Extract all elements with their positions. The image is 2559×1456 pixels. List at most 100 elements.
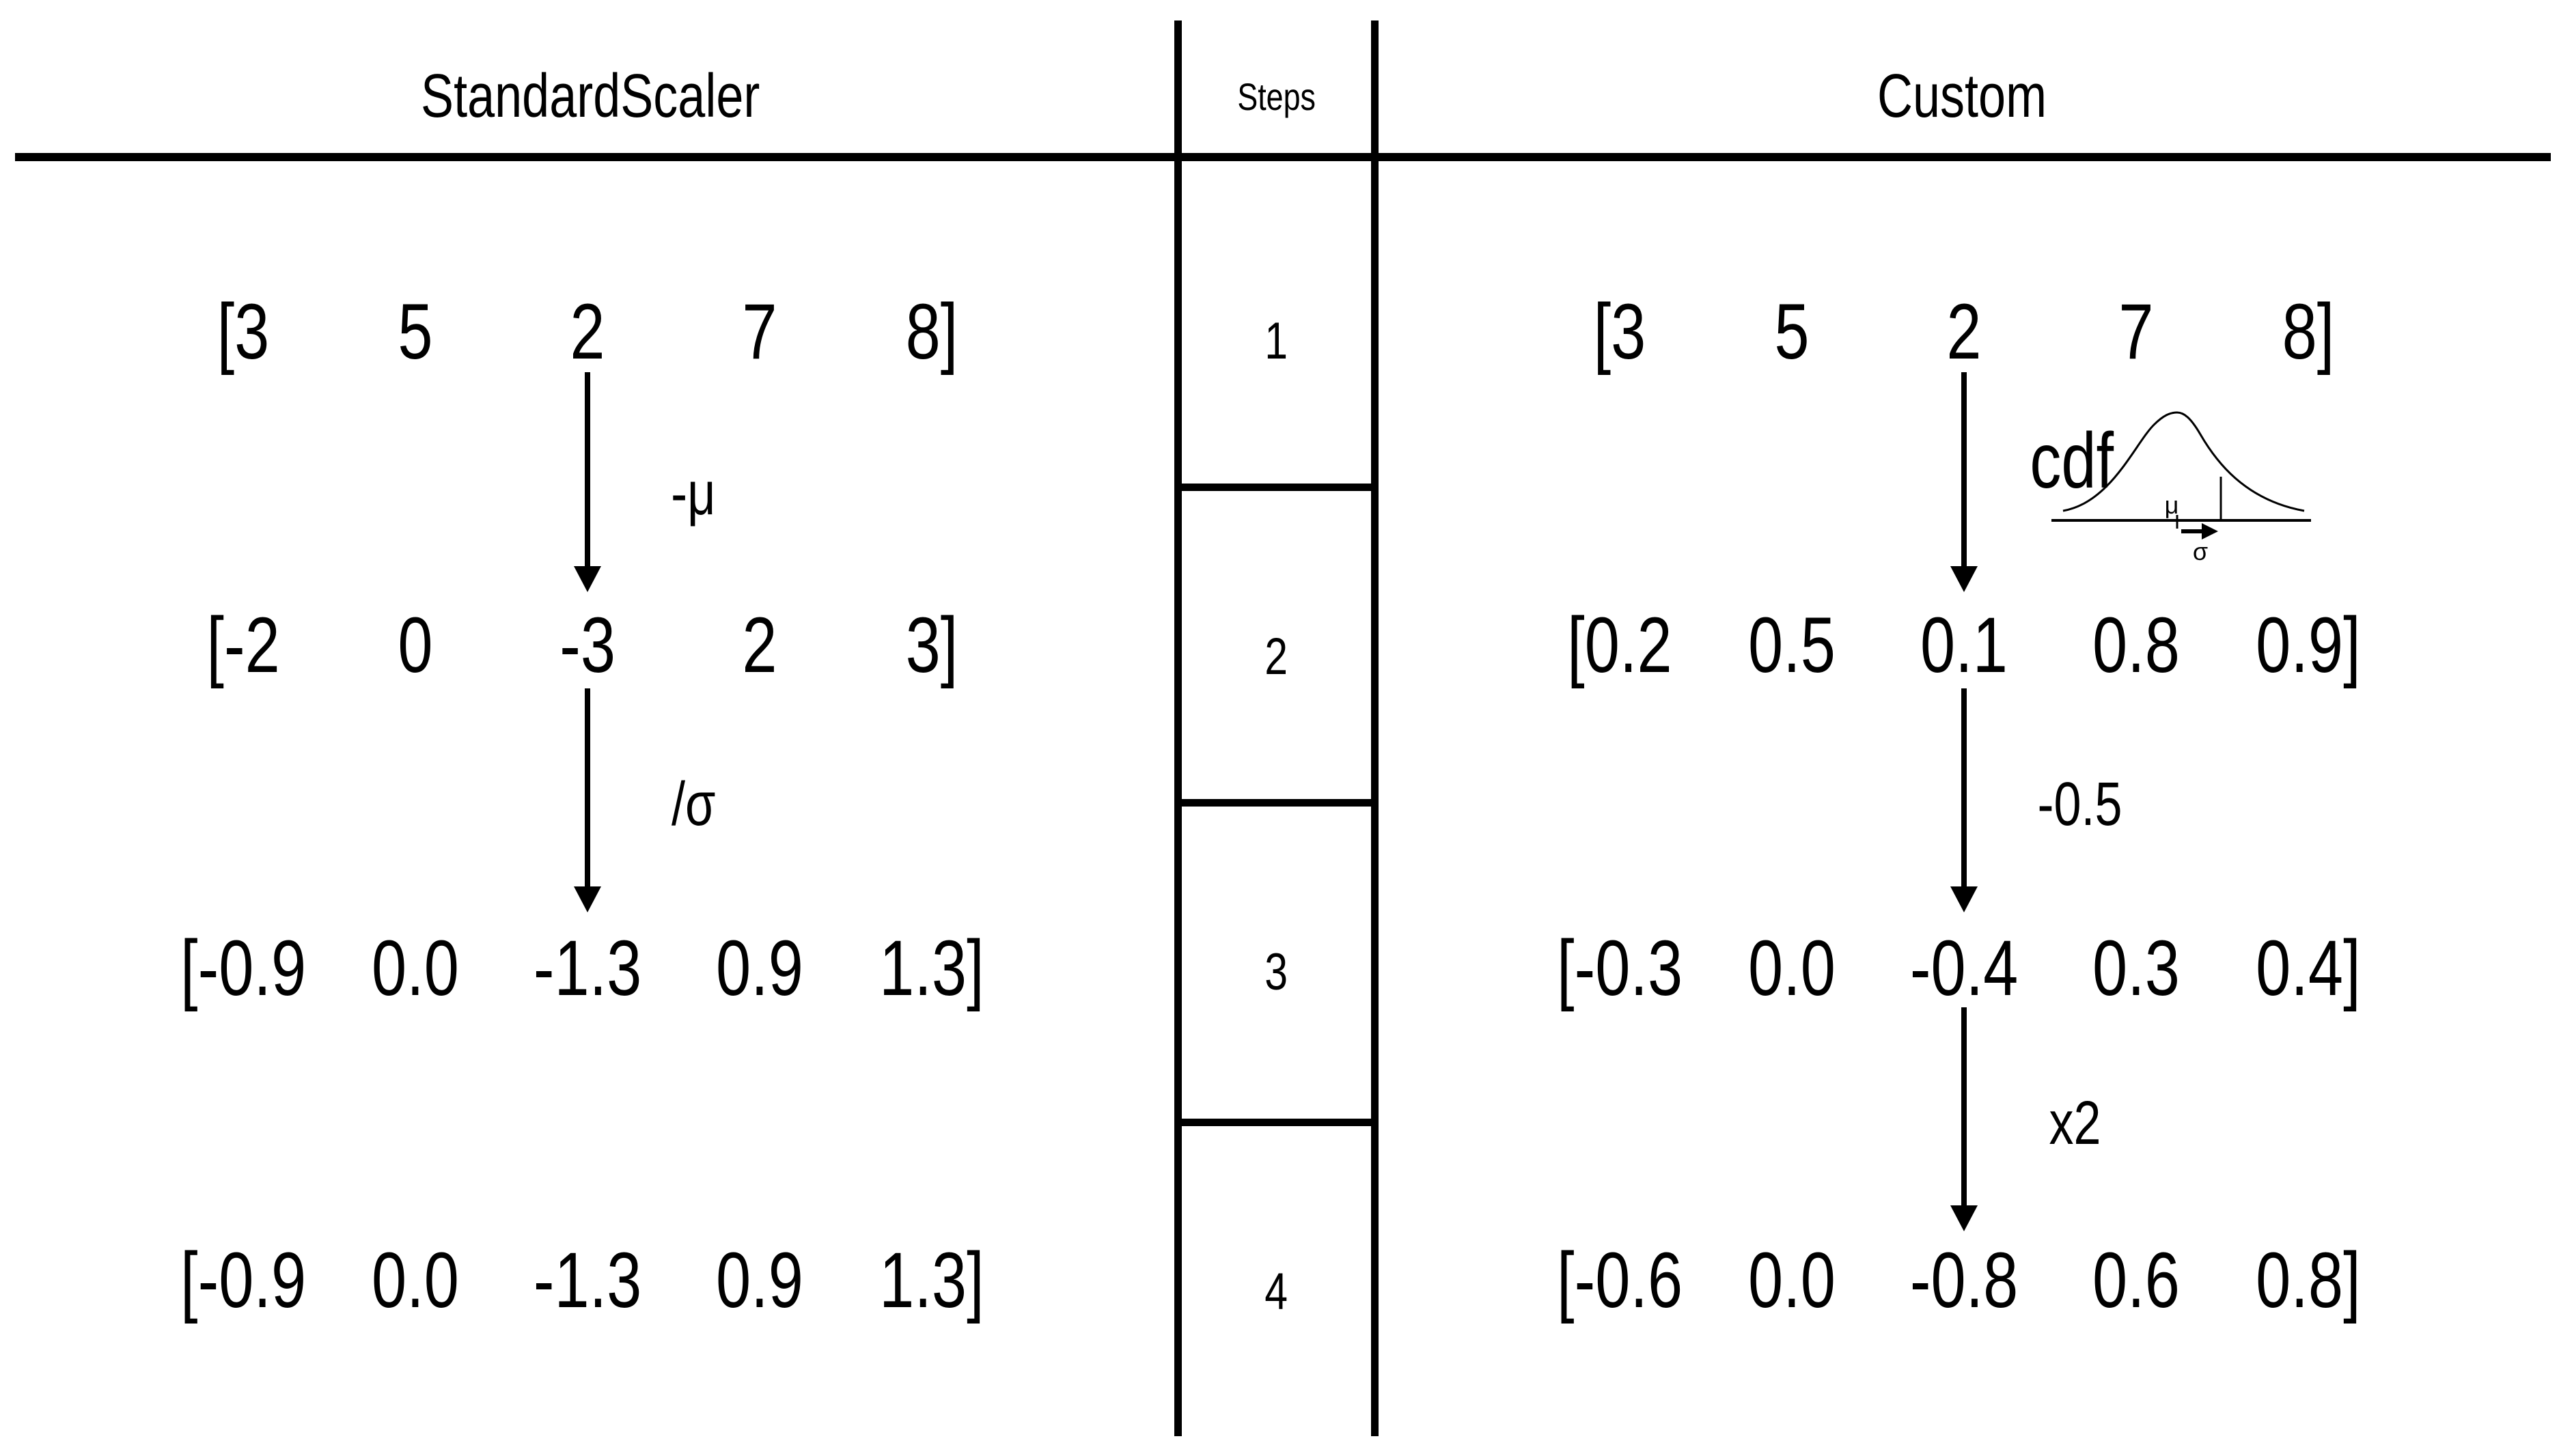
steps-column-left-border xyxy=(1174,20,1182,1436)
value: 3 xyxy=(234,288,270,376)
value: 3 xyxy=(1611,288,1646,376)
array-cell: 0.5 xyxy=(1706,606,1878,685)
array-cell: 0.3 xyxy=(2050,929,2222,1008)
close-bracket: ] xyxy=(2343,601,2361,689)
value: 0.1 xyxy=(1920,601,2008,689)
array-cell: 2 xyxy=(501,292,674,372)
array-cell: 0.0 xyxy=(1706,1236,1878,1324)
value: 0.2 xyxy=(1584,601,1672,689)
steps-column-title: Steps xyxy=(1178,76,1374,117)
array-cell: 0.0 xyxy=(1706,929,1878,1008)
right-column-title: Custom xyxy=(1552,59,2372,134)
value: -0.6 xyxy=(1574,1236,1683,1324)
steps-divider-3-4 xyxy=(1174,1119,1379,1126)
open-bracket: [ xyxy=(1567,601,1585,689)
custom-row-4: [-0.6 0.0 -0.8 0.6 0.8] xyxy=(1534,1236,2394,1325)
array-cell: 1.3] xyxy=(846,1241,1018,1320)
close-bracket: ] xyxy=(940,601,958,689)
steps-divider-1-2 xyxy=(1174,484,1379,491)
value: 0.3 xyxy=(2092,924,2180,1012)
open-bracket: [ xyxy=(206,601,224,689)
steps-divider-2-3 xyxy=(1174,799,1379,807)
array-cell: -0.8 xyxy=(1878,1241,2050,1320)
custom-row-1: [3 5 2 7 8] xyxy=(1534,288,2394,376)
right-column-title-text: Custom xyxy=(1877,62,2047,130)
value: 2 xyxy=(742,601,777,689)
value: 7 xyxy=(742,288,777,376)
array-cell: 7 xyxy=(674,288,846,376)
array-cell: 8] xyxy=(846,292,1018,372)
array-cell: 0.4] xyxy=(2222,929,2394,1008)
value: 0.9 xyxy=(716,1236,803,1324)
value: 1.3 xyxy=(879,924,967,1012)
close-bracket: ] xyxy=(967,924,984,1012)
times-two-label: x2 xyxy=(2049,1089,2102,1158)
down-arrow-icon xyxy=(1950,372,1978,592)
value: 2 xyxy=(1946,288,1982,376)
value: -0.4 xyxy=(1909,924,2019,1012)
array-cell: [3 xyxy=(1534,292,1706,372)
standardscaler-row-1: [3 5 2 7 8] xyxy=(157,288,1018,376)
array-cell: 2 xyxy=(1878,288,2050,376)
value: -1.3 xyxy=(533,924,642,1012)
array-cell: 5 xyxy=(329,288,501,376)
value: -3 xyxy=(559,601,615,689)
subtract-half-label: -0.5 xyxy=(2037,770,2123,839)
value: 0.0 xyxy=(1748,1236,1836,1324)
value: 0.4 xyxy=(2256,924,2344,1012)
down-arrow-icon xyxy=(1950,1007,1978,1231)
array-cell: [-0.3 xyxy=(1534,929,1706,1008)
value: -0.9 xyxy=(197,1236,307,1324)
array-cell: 7 xyxy=(2050,292,2222,372)
array-cell: -1.3 xyxy=(501,1236,674,1324)
value: 1.3 xyxy=(879,1236,967,1324)
array-cell: 0.9 xyxy=(674,929,846,1008)
value: 0.6 xyxy=(2092,1236,2180,1324)
step-number-2: 2 xyxy=(1264,628,1288,686)
value: 0.0 xyxy=(1748,924,1836,1012)
array-cell: 0.9 xyxy=(674,1236,846,1324)
array-cell: 0.6 xyxy=(2050,1236,2222,1324)
array-cell: 3] xyxy=(846,606,1018,685)
value: 5 xyxy=(398,288,433,376)
open-bracket: [ xyxy=(1556,924,1575,1012)
steps-column-right-border xyxy=(1371,20,1379,1436)
array-cell: 8] xyxy=(2222,292,2394,372)
value: 0.9 xyxy=(2256,601,2344,689)
value: 0.9 xyxy=(716,924,803,1012)
value: 0.8 xyxy=(2256,1236,2344,1324)
array-cell: [3 xyxy=(157,292,329,372)
array-cell: [-0.9 xyxy=(157,929,329,1008)
value: -1.3 xyxy=(533,1236,642,1324)
value: 8 xyxy=(2282,288,2317,376)
close-bracket: ] xyxy=(2343,924,2361,1012)
value: -2 xyxy=(223,601,280,689)
array-cell: [0.2 xyxy=(1534,606,1706,685)
left-column-title: StandardScaler xyxy=(180,59,1000,134)
open-bracket: [ xyxy=(180,924,198,1012)
value: 8 xyxy=(905,288,941,376)
divide-sigma-label: /σ xyxy=(671,770,716,839)
array-cell: 0.8 xyxy=(2050,606,2222,685)
step-number-1: 1 xyxy=(1264,312,1288,370)
cdf-label: cdf xyxy=(2030,417,2114,505)
close-bracket: ] xyxy=(2316,288,2335,376)
mu-label: μ xyxy=(2165,491,2179,519)
standardscaler-row-2: [-2 0 -3 2 3] xyxy=(157,601,1018,690)
left-column-title-text: StandardScaler xyxy=(420,62,760,130)
array-cell: 0.8] xyxy=(2222,1241,2394,1320)
array-cell: 0.1 xyxy=(1878,606,2050,685)
custom-row-3: [-0.3 0.0 -0.4 0.3 0.4] xyxy=(1534,924,2394,1013)
step-number-3: 3 xyxy=(1264,943,1288,1001)
subtract-mean-label: -μ xyxy=(671,460,716,528)
value: 0 xyxy=(398,601,433,689)
open-bracket: [ xyxy=(1556,1236,1575,1324)
value: 3 xyxy=(905,601,941,689)
close-bracket: ] xyxy=(967,1236,984,1324)
value: -0.9 xyxy=(197,924,307,1012)
array-cell: 1.3] xyxy=(846,929,1018,1008)
array-cell: 2 xyxy=(674,606,846,685)
array-cell: 0.9] xyxy=(2222,606,2394,685)
array-cell: -3 xyxy=(501,606,674,685)
normal-distribution-curve: μ σ xyxy=(2051,411,2311,563)
